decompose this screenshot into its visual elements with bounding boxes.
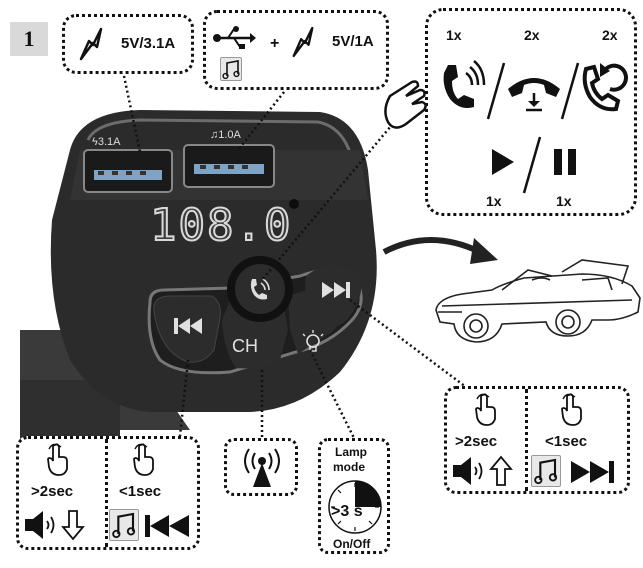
hand-press-icon — [133, 443, 154, 476]
usb-port-right-label: ♫1.0A — [210, 129, 241, 141]
call-button[interactable] — [244, 273, 276, 305]
channel-button[interactable]: CH — [232, 336, 258, 356]
short-press-label: <1sec — [545, 433, 588, 450]
lamp-state: On/Off — [333, 537, 371, 551]
hand-press-icon — [561, 393, 582, 426]
usb-left-rating-box: 5V/3.1A — [62, 14, 194, 74]
volume-down-icon — [25, 510, 85, 541]
hangup-count: 2x — [524, 27, 540, 43]
prev-button-panel: >2sec <1sec — [16, 436, 200, 550]
antenna-icon — [244, 448, 280, 487]
frequency-display: 108.0 — [149, 199, 293, 252]
pause-icon — [554, 149, 576, 175]
music-note-icon — [220, 57, 242, 81]
divider-slash — [486, 62, 506, 120]
hangup-call-icon — [508, 78, 560, 112]
next-button-panel: >2sec <1sec — [444, 386, 630, 494]
lamp-mode-title-line2: mode — [333, 460, 366, 474]
plus-sign: + — [270, 35, 280, 52]
volume-up-icon — [453, 455, 513, 486]
long-press-label: >2sec — [31, 483, 74, 500]
redial-icon — [582, 63, 628, 112]
channel-panel — [224, 438, 298, 496]
lightning-icon — [79, 27, 103, 61]
prev-track-icon[interactable] — [174, 316, 204, 338]
answer-call-icon — [443, 60, 486, 108]
usb-right-rating: 5V/1A — [332, 33, 374, 50]
redial-count: 2x — [602, 27, 618, 43]
divider-slash — [560, 62, 580, 120]
lamp-mode-panel: Lamp mode >3 s On/Off — [318, 438, 390, 554]
arrow-to-car-icon — [382, 237, 498, 264]
bulb-icon[interactable] — [300, 330, 326, 356]
music-note-icon — [109, 509, 139, 541]
music-note-icon — [531, 455, 561, 487]
lamp-duration: >3 s — [331, 503, 363, 520]
pause-count: 1x — [556, 193, 572, 209]
panel-divider — [105, 439, 108, 547]
usb-right-rating-box: + 5V/1A — [203, 10, 389, 90]
play-icon — [492, 149, 514, 175]
hand-press-icon — [475, 393, 496, 426]
timer-clock-icon — [328, 480, 382, 534]
answer-count: 1x — [446, 27, 462, 43]
long-press-label: >2sec — [455, 433, 498, 450]
hand-press-icon — [47, 443, 68, 476]
call-control-panel: 1x 2x 2x 1x 1x — [425, 8, 637, 216]
lightning-icon — [292, 26, 314, 58]
lamp-mode-title-line1: Lamp — [335, 445, 368, 459]
car-illustration — [435, 259, 641, 343]
hand-pointer-icon — [384, 80, 427, 129]
usb-icon — [213, 26, 256, 49]
next-track-icon[interactable] — [320, 280, 350, 302]
play-count: 1x — [486, 193, 502, 209]
prev-track-icon — [145, 515, 189, 537]
usb-left-rating: 5V/3.1A — [121, 35, 176, 52]
short-press-label: <1sec — [119, 483, 162, 500]
step-number: 1 — [10, 22, 48, 56]
usb-port-left-label: ϟ3.1A — [92, 136, 121, 148]
panel-divider — [525, 389, 528, 491]
divider-slash — [522, 136, 542, 194]
next-track-icon — [571, 461, 614, 483]
